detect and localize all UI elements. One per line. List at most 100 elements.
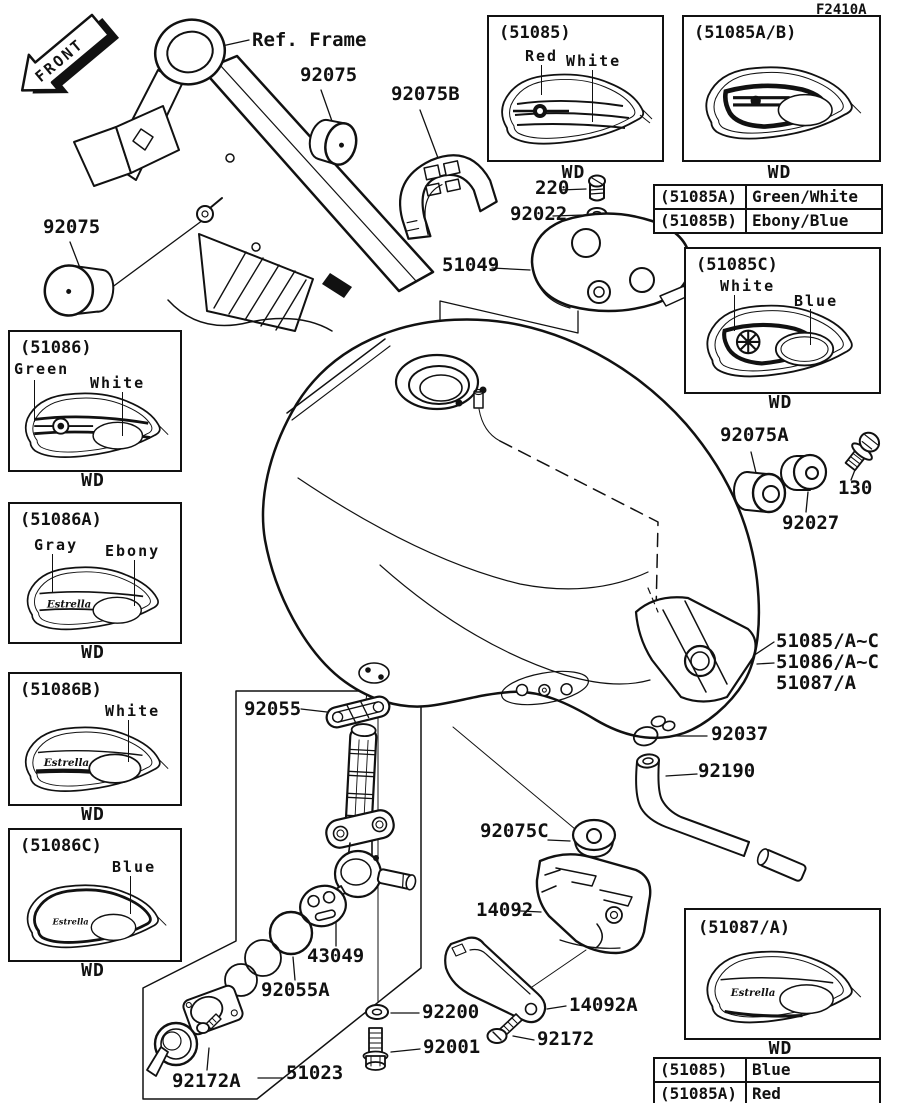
callout-51085ac: 51085/A~C	[776, 630, 879, 652]
wd-label: WD	[768, 1038, 793, 1059]
callout-51086ac: 51086/A~C	[776, 651, 879, 673]
fuel-tap-kit-enclosure	[142, 690, 422, 1100]
callout-92190: 92190	[698, 760, 756, 782]
damper-92075a	[733, 471, 787, 514]
color-label-gray: Gray	[34, 536, 79, 554]
wd-label: WD	[81, 642, 105, 663]
inset-51086: (51086) Green White	[8, 330, 182, 472]
callout-ref-frame: Ref. Frame	[252, 29, 367, 51]
damper-92075-upper	[308, 118, 358, 166]
bracket-14092a	[444, 936, 547, 1024]
tank-art-51085ab	[705, 66, 862, 140]
tank-art-51087a: Estrella	[706, 950, 862, 1024]
wd-label: WD	[81, 960, 105, 981]
front-direction-arrow: FRONT	[20, 13, 120, 94]
table-cell-code: (51085)	[655, 1059, 747, 1081]
callout-92055a: 92055A	[261, 979, 330, 1001]
tap-flange	[325, 809, 395, 849]
table-cell-color: Green/White	[752, 187, 858, 206]
color-table-top: (51085A) Green/White (51085B) Ebony/Blue	[653, 184, 883, 234]
color-label-green: Green	[14, 360, 70, 378]
wd-label: WD	[81, 804, 105, 825]
collar-92027	[780, 453, 828, 491]
tap-knob	[146, 1021, 199, 1077]
callout-92200: 92200	[422, 1001, 480, 1023]
screw-220	[588, 174, 606, 202]
tank-art-51085c	[706, 304, 853, 378]
wd-label: WD	[81, 470, 105, 491]
inset-51085: (51085) Red White	[487, 15, 664, 162]
color-label-white: White	[90, 374, 146, 392]
callout-92027: 92027	[782, 512, 840, 534]
tank-art-51086c: Estrella	[26, 884, 167, 949]
fuel-tube-92190	[635, 753, 807, 882]
screw-92172	[486, 1013, 523, 1044]
callout-130: 130	[838, 477, 873, 499]
inset-title: (51087/A)	[698, 918, 791, 938]
wd-label: WD	[767, 162, 792, 183]
color-label-blue: Blue	[794, 292, 839, 310]
callout-14092: 14092	[476, 899, 534, 921]
strainer	[344, 723, 378, 835]
grommet-92075c	[571, 818, 617, 858]
callout-92001: 92001	[423, 1036, 481, 1058]
inset-51086a: (51086A) Gray Ebony Estrella	[8, 502, 182, 644]
fuel-tank	[261, 318, 761, 740]
wd-label: WD	[768, 392, 793, 413]
color-label-ebony: Ebony	[105, 542, 161, 560]
figure-code: F2410A	[816, 2, 867, 18]
callout-92075a: 92075A	[720, 424, 789, 446]
color-label-white: White	[566, 52, 622, 70]
color-label-white: White	[105, 702, 161, 720]
table-cell-code: (51085A)	[655, 1081, 747, 1103]
callout-92075-upper: 92075	[300, 64, 358, 86]
estrella-emblem-text: Estrella	[730, 987, 776, 999]
inset-51086b: (51086B) White Estrella	[8, 672, 182, 806]
table-cell-color: Blue	[752, 1060, 791, 1079]
inset-title: (51086C)	[20, 836, 102, 856]
callout-51023: 51023	[286, 1062, 344, 1084]
cap-43049	[299, 884, 347, 928]
callout-92075b: 92075B	[391, 83, 460, 105]
callout-14092a: 14092A	[569, 994, 638, 1016]
callout-51049: 51049	[442, 254, 500, 276]
callout-92075c: 92075C	[480, 820, 549, 842]
callout-92172: 92172	[537, 1028, 595, 1050]
rear-bracket	[634, 587, 757, 703]
washer-92200	[365, 1004, 389, 1020]
cover-14092	[535, 853, 652, 955]
callout-92172a: 92172A	[172, 1070, 241, 1092]
callout-220: 220	[535, 177, 570, 199]
tank-art-51086	[24, 392, 169, 458]
inset-title: (51086A)	[20, 510, 102, 530]
tank-art-51085	[501, 73, 653, 145]
color-label-red: Red	[525, 47, 559, 65]
inset-title: (51085C)	[696, 255, 778, 275]
table-cell-color: Red	[747, 1081, 879, 1103]
estrella-emblem-text: Estrella	[46, 598, 91, 610]
clamp-92075b	[398, 154, 498, 240]
inset-51085c: (51085C) White Blue	[684, 247, 881, 394]
clamp-92037	[632, 715, 676, 747]
bolt-130	[844, 431, 881, 472]
callout-92055: 92055	[244, 698, 302, 720]
callout-43049: 43049	[307, 945, 365, 967]
estrella-emblem-text: Estrella	[43, 757, 90, 769]
inset-title: (51086B)	[20, 680, 102, 700]
inset-51087a: (51087/A) Estrella	[684, 908, 881, 1040]
color-table-bottom: (51085) Blue (51085A) Red	[653, 1057, 881, 1103]
inset-51085ab: (51085A/B)	[682, 15, 881, 162]
inset-51086c: (51086C) Blue Estrella	[8, 828, 182, 962]
callout-92022: 92022	[510, 203, 568, 225]
o-rings-92055a	[224, 910, 314, 997]
callout-51087a: 51087/A	[776, 672, 857, 694]
table-cell-code: (51085B)	[655, 208, 747, 232]
estrella-emblem-text: Estrella	[51, 917, 88, 927]
screw-92172a	[196, 1013, 222, 1034]
tank-art-51086a: Estrella	[26, 566, 159, 631]
inset-title: (51085)	[499, 23, 571, 43]
tank-art-51086b: Estrella	[24, 726, 169, 792]
callout-92075-lower: 92075	[43, 216, 101, 238]
